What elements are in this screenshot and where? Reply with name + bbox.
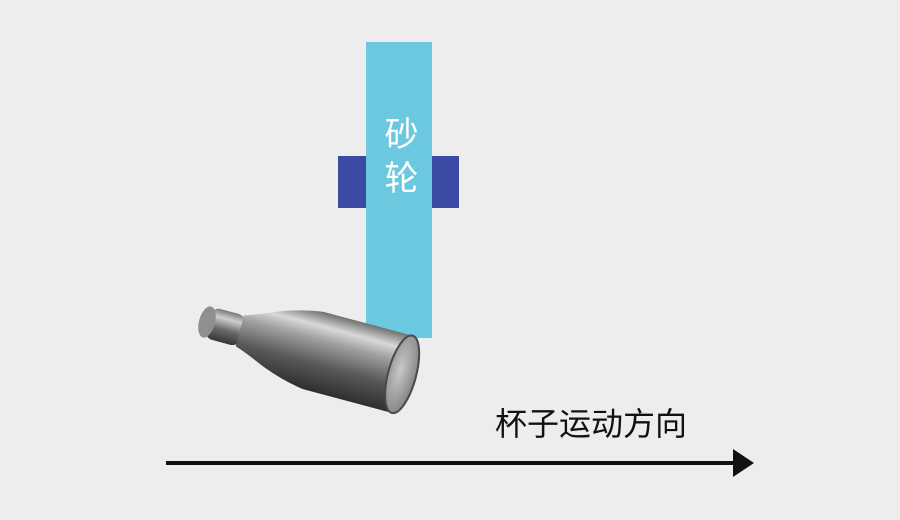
cup-icon bbox=[198, 306, 421, 415]
wheel-label-text: 砂轮 bbox=[378, 116, 418, 204]
arrow-right-icon bbox=[166, 449, 754, 477]
direction-label: 杯子运动方向 bbox=[495, 405, 687, 443]
wheel-label: 砂轮 bbox=[378, 116, 418, 204]
direction-label-text: 杯子运动方向 bbox=[495, 405, 687, 443]
grinding-wheel bbox=[366, 42, 432, 338]
